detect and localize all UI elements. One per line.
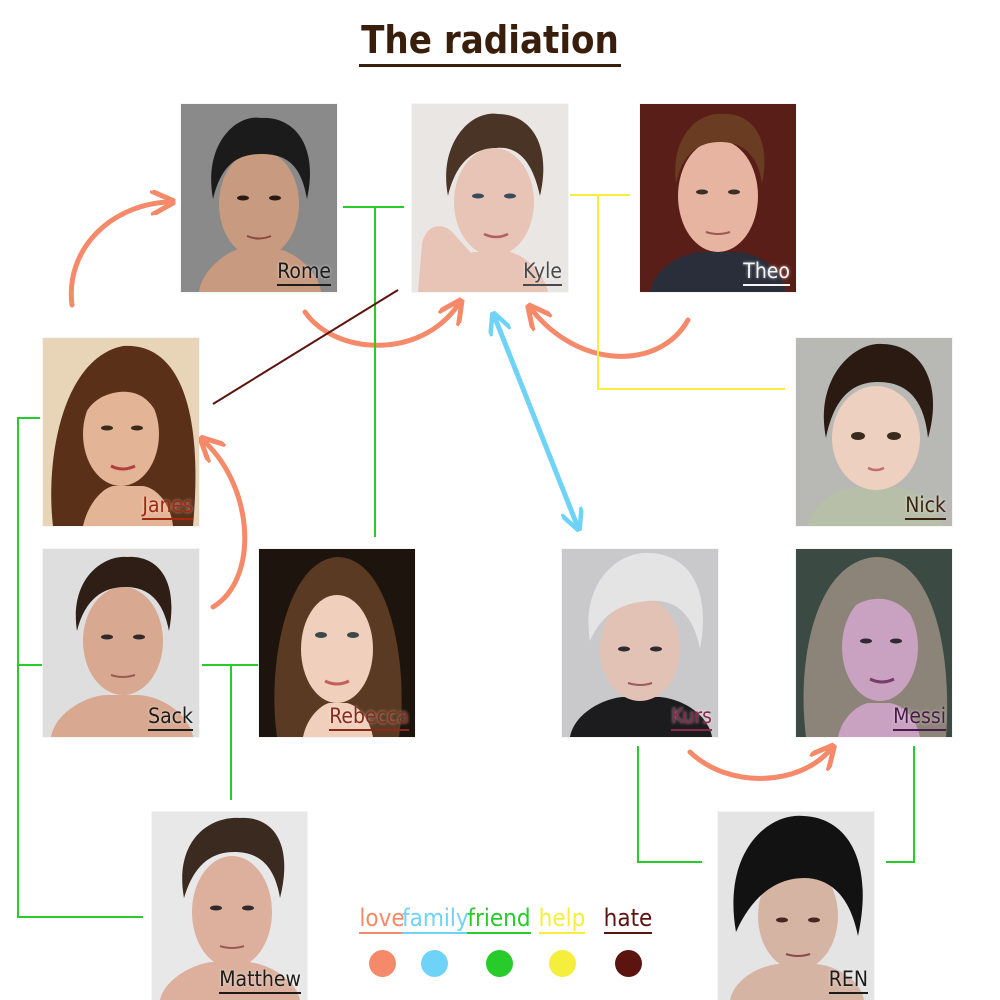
love-arrow-janes-rome bbox=[68, 202, 168, 308]
person-card-sack[interactable]: Sack bbox=[43, 549, 199, 737]
person-card-ren[interactable]: REN bbox=[718, 812, 874, 1000]
person-name: Kyle bbox=[523, 261, 562, 286]
person-card-kurs[interactable]: Kurs bbox=[562, 549, 718, 737]
legend-item-help: help bbox=[530, 904, 594, 977]
person-name: Messi bbox=[893, 706, 946, 731]
love-arrow-kurs-messi bbox=[687, 750, 830, 781]
person-card-messi[interactable]: Messi bbox=[796, 549, 952, 737]
legend-dot bbox=[421, 950, 448, 977]
legend-dot bbox=[486, 950, 513, 977]
portrait-image bbox=[412, 104, 568, 292]
person-card-kyle[interactable]: Kyle bbox=[412, 104, 568, 292]
person-card-janes[interactable]: Janes bbox=[43, 338, 199, 526]
portrait-image bbox=[259, 549, 415, 737]
person-name: Theo bbox=[743, 261, 790, 286]
hate-line-janes-kyle bbox=[212, 289, 399, 405]
love-arrow-rome-kyle bbox=[302, 305, 458, 348]
person-card-rebecca[interactable]: Rebecca bbox=[259, 549, 415, 737]
legend-item-friend: friend bbox=[467, 904, 531, 977]
love-arrow-sack-janes bbox=[205, 442, 248, 610]
legend-label: hate bbox=[603, 904, 653, 934]
person-name: Kurs bbox=[671, 706, 712, 731]
person-card-rome[interactable]: Rome bbox=[181, 104, 337, 292]
portrait-image bbox=[43, 549, 199, 737]
portrait-image bbox=[796, 338, 952, 526]
legend-item-family: family bbox=[402, 904, 469, 977]
legend-item-hate: hate bbox=[596, 904, 660, 977]
person-card-nick[interactable]: Nick bbox=[796, 338, 952, 526]
legend-label: friend bbox=[467, 904, 531, 934]
person-card-matthew[interactable]: Matthew bbox=[152, 812, 307, 1000]
person-name: Nick bbox=[905, 495, 946, 520]
person-name: Sack bbox=[148, 706, 193, 731]
legend-label: help bbox=[538, 904, 586, 934]
legend-dot bbox=[615, 950, 642, 977]
legend-dot bbox=[549, 950, 576, 977]
friend-line-kurs-ren bbox=[637, 746, 702, 863]
family-arrow-kyle-kurs bbox=[495, 318, 577, 525]
person-name: REN bbox=[828, 969, 868, 994]
person-name: Janes bbox=[142, 495, 193, 520]
portrait-image bbox=[796, 549, 952, 737]
person-card-theo[interactable]: Theo bbox=[640, 104, 796, 292]
person-name: Rebecca bbox=[329, 706, 409, 731]
legend-item-love: love bbox=[350, 904, 414, 977]
portrait-image bbox=[640, 104, 796, 292]
legend: love family friend help hate bbox=[350, 906, 660, 986]
portrait-image bbox=[43, 338, 199, 526]
portrait-image bbox=[718, 812, 874, 1000]
portrait-image bbox=[562, 549, 718, 737]
legend-dot bbox=[369, 950, 396, 977]
person-name: Rome bbox=[277, 261, 331, 286]
person-name: Matthew bbox=[219, 969, 301, 994]
legend-label: love bbox=[359, 904, 405, 934]
portrait-image bbox=[152, 812, 307, 1000]
portrait-image bbox=[181, 104, 337, 292]
legend-label: family bbox=[402, 904, 469, 934]
diagram-title: The radiation bbox=[300, 18, 680, 67]
friend-line-messi-ren bbox=[886, 746, 915, 863]
love-arrow-theo-kyle bbox=[532, 310, 691, 359]
